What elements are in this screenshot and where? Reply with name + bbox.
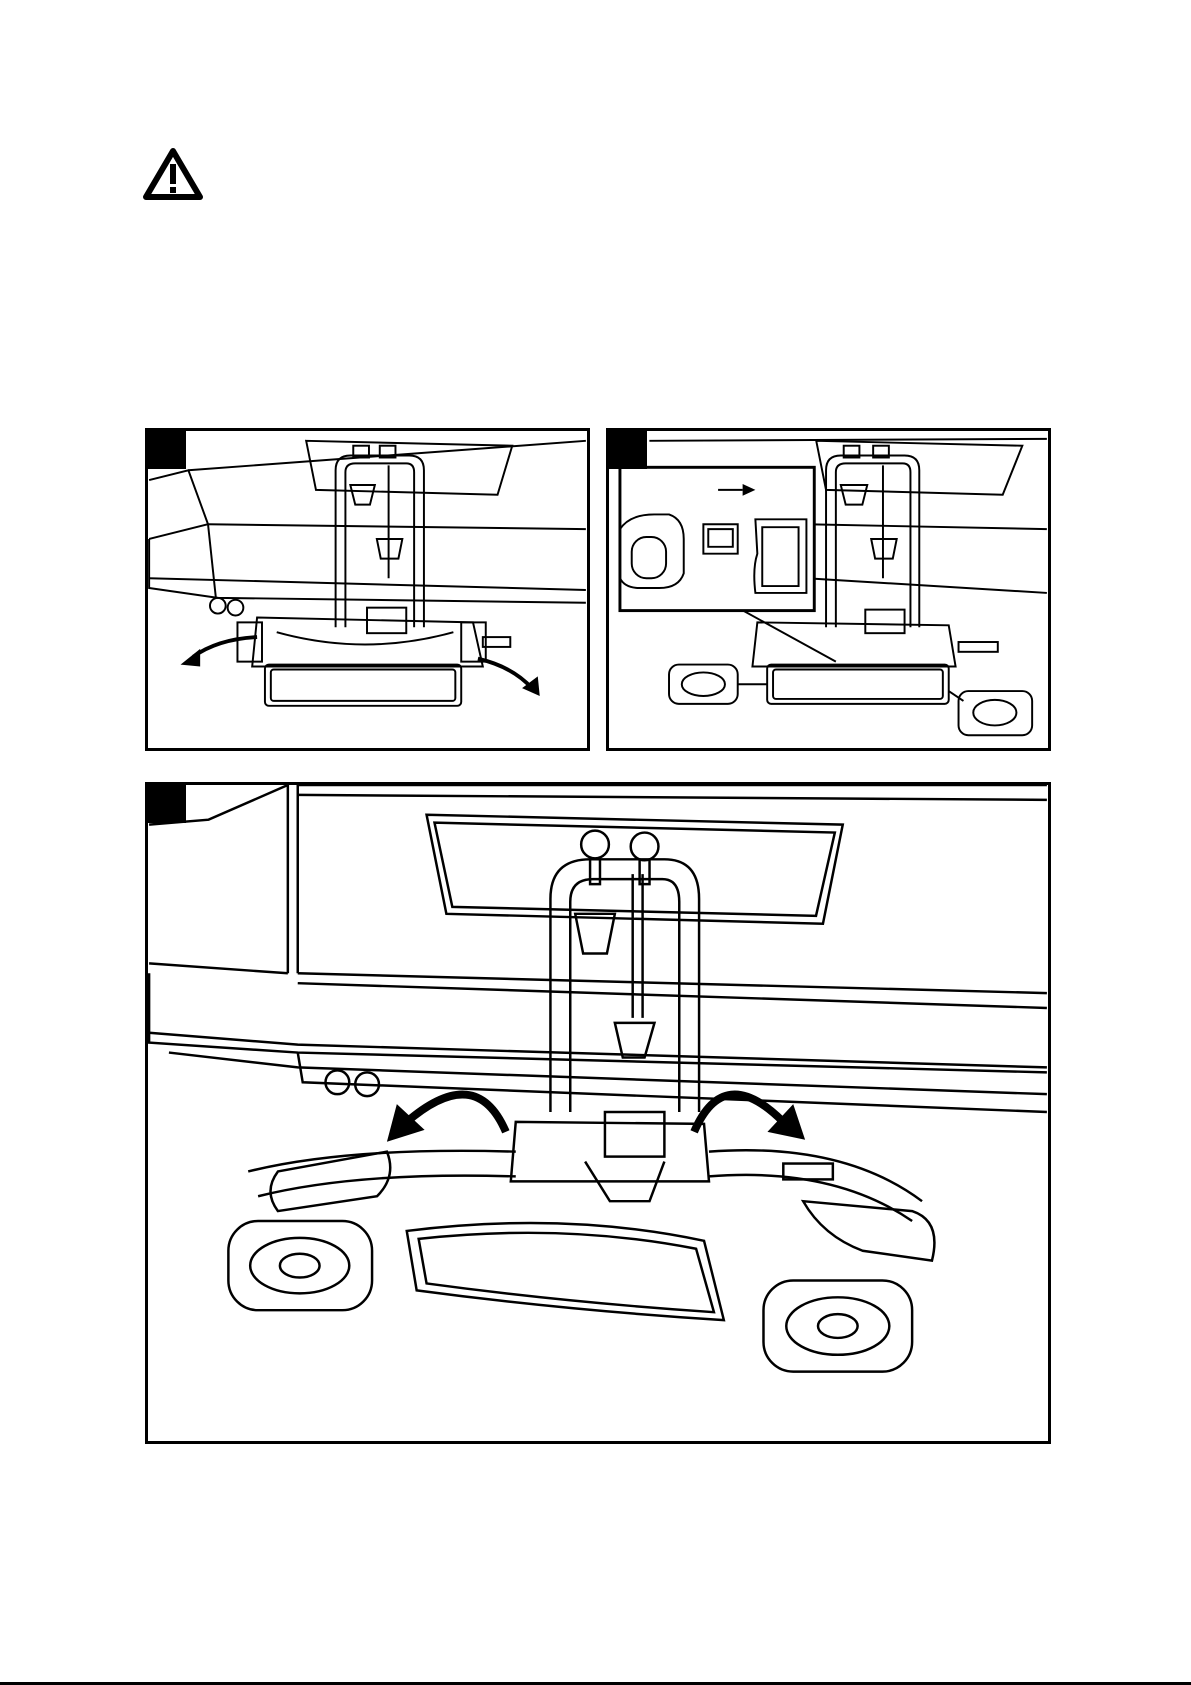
step-3-illustration: [148, 785, 1048, 1441]
step-2-illustration: [609, 431, 1048, 748]
warning-triangle-icon: [142, 147, 204, 201]
step-1-illustration: [148, 431, 587, 748]
figure-step-1: [145, 428, 590, 751]
figure-step-3: [145, 782, 1051, 1444]
step-1-marker: [148, 431, 186, 469]
figure-step-2: [606, 428, 1051, 751]
step-3-marker: [148, 785, 186, 823]
step-2-marker: [609, 431, 647, 469]
